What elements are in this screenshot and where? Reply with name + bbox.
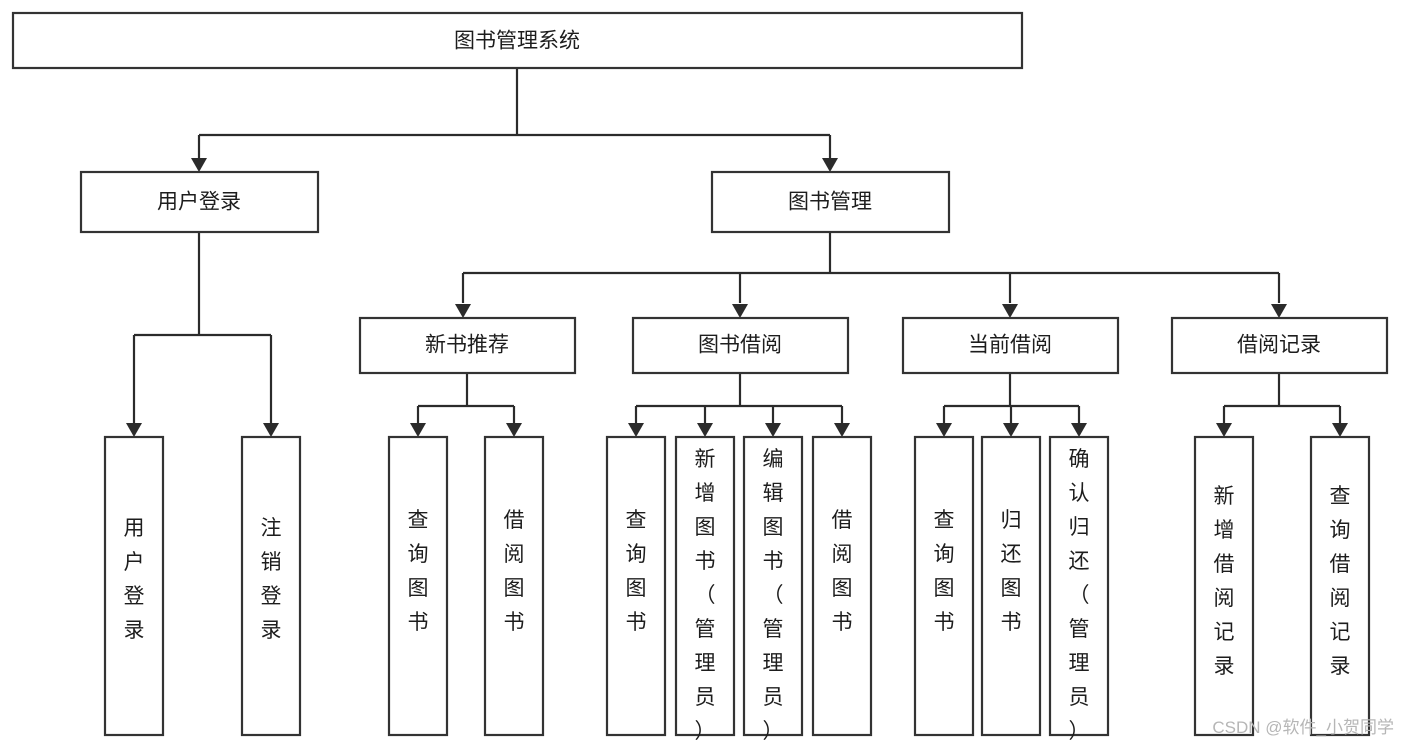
node-root-box[interactable]: [11, 11, 1024, 70]
leaf-confirm-return-label: 确认归还（管理员）: [1069, 448, 1090, 743]
leaf-query-record-box[interactable]: [1309, 435, 1371, 737]
node-book-manage[interactable]: 图书管理: [710, 170, 951, 234]
leaf-query-book-1-label: 查询图书: [408, 509, 429, 634]
arrow-to-leaf-add-record: [1216, 423, 1232, 437]
node-book-borrow-label: 图书借阅: [698, 334, 782, 357]
arrow-to-leaf-user-login: [126, 423, 142, 437]
leaf-edit-book-box[interactable]: [742, 435, 804, 737]
leaf-add-record-label: 新增借阅记录: [1214, 485, 1235, 678]
leaf-add-book-box[interactable]: [674, 435, 736, 737]
node-borrow-record-box[interactable]: [1170, 316, 1389, 375]
csdn-watermark: CSDN @软件_小贺同学: [1212, 718, 1394, 737]
node-user-login-label: 用户登录: [157, 191, 241, 214]
arrow-to-leaf-borrow-book-1: [506, 423, 522, 437]
node-borrow-record[interactable]: 借阅记录: [1170, 316, 1389, 375]
leaf-add-record-box[interactable]: [1193, 435, 1255, 737]
arrow-to-leaf-add-book: [697, 423, 713, 437]
arrow-to-borrow-record: [1271, 304, 1287, 318]
leaf-query-book-2[interactable]: 查询图书: [605, 435, 667, 737]
leaf-query-book-3-box[interactable]: [913, 435, 975, 737]
leaf-add-record[interactable]: 新增借阅记录: [1193, 435, 1255, 737]
leaf-borrow-book-2-box[interactable]: [811, 435, 873, 737]
leaf-query-book-2-box[interactable]: [605, 435, 667, 737]
leaf-borrow-book-1[interactable]: 借阅图书: [483, 435, 545, 737]
arrow-to-new-book-rec: [455, 304, 471, 318]
leaf-borrow-book-1-label: 借阅图书: [504, 509, 525, 634]
node-current-borrow-box[interactable]: [901, 316, 1120, 375]
node-new-book-rec-box[interactable]: [358, 316, 577, 375]
leaf-return-book-box[interactable]: [980, 435, 1042, 737]
leaf-query-book-1[interactable]: 查询图书: [387, 435, 449, 737]
leaf-query-record-label: 查询借阅记录: [1330, 485, 1351, 678]
node-book-manage-label: 图书管理: [788, 191, 872, 214]
leaf-query-book-2-label: 查询图书: [626, 509, 647, 634]
leaf-confirm-return-box[interactable]: [1048, 435, 1110, 737]
node-root-label: 图书管理系统: [454, 30, 580, 53]
arrow-to-leaf-logout-login: [263, 423, 279, 437]
node-book-manage-box[interactable]: [710, 170, 951, 234]
arrow-to-leaf-query-book-1: [410, 423, 426, 437]
arrow-to-leaf-edit-book: [765, 423, 781, 437]
arrow-to-leaf-borrow-book-2: [834, 423, 850, 437]
arrow-to-current-borrow: [1002, 304, 1018, 318]
node-user-login-box[interactable]: [79, 170, 320, 234]
arrow-to-leaf-return-book: [1003, 423, 1019, 437]
connector-layer: [126, 68, 1348, 437]
leaf-return-book[interactable]: 归还图书: [980, 435, 1042, 737]
leaf-logout-login-label: 注销登录: [261, 517, 282, 642]
arrow-to-book-manage: [822, 158, 838, 172]
node-root[interactable]: 图书管理系统: [11, 11, 1024, 70]
leaf-query-book-3[interactable]: 查询图书: [913, 435, 975, 737]
arrow-to-leaf-query-book-2: [628, 423, 644, 437]
leaf-edit-book-label: 编辑图书（管理员）: [763, 448, 784, 743]
leaf-confirm-return[interactable]: 确认归还（管理员）: [1048, 435, 1110, 743]
arrow-to-user-login: [191, 158, 207, 172]
leaf-borrow-book-2[interactable]: 借阅图书: [811, 435, 873, 737]
leaf-user-login[interactable]: 用户登录: [103, 435, 165, 737]
leaf-borrow-book-1-box[interactable]: [483, 435, 545, 737]
leaf-return-book-label: 归还图书: [1001, 509, 1022, 634]
leaf-user-login-label: 用户登录: [124, 517, 145, 642]
leaf-query-book-1-box[interactable]: [387, 435, 449, 737]
leaf-borrow-book-2-label: 借阅图书: [832, 509, 853, 634]
node-borrow-record-label: 借阅记录: [1237, 334, 1321, 357]
node-book-borrow-box[interactable]: [631, 316, 850, 375]
node-current-borrow-label: 当前借阅: [968, 334, 1052, 357]
leaf-logout-login[interactable]: 注销登录: [240, 435, 302, 737]
leaf-query-book-3-label: 查询图书: [934, 509, 955, 634]
node-book-borrow[interactable]: 图书借阅: [631, 316, 850, 375]
arrow-to-leaf-query-book-3: [936, 423, 952, 437]
arrow-to-leaf-confirm-return: [1071, 423, 1087, 437]
arrow-to-book-borrow: [732, 304, 748, 318]
leaf-query-record[interactable]: 查询借阅记录: [1309, 435, 1371, 737]
leaf-user-login-box[interactable]: [103, 435, 165, 737]
arrow-to-leaf-query-record: [1332, 423, 1348, 437]
node-current-borrow[interactable]: 当前借阅: [901, 316, 1120, 375]
node-new-book-rec-label: 新书推荐: [425, 334, 509, 357]
leaf-edit-book[interactable]: 编辑图书（管理员）: [742, 435, 804, 743]
leaf-add-book[interactable]: 新增图书（管理员）: [674, 435, 736, 743]
leaf-add-book-label: 新增图书（管理员）: [695, 448, 716, 743]
node-new-book-rec[interactable]: 新书推荐: [358, 316, 577, 375]
node-user-login[interactable]: 用户登录: [79, 170, 320, 234]
leaf-logout-login-box[interactable]: [240, 435, 302, 737]
